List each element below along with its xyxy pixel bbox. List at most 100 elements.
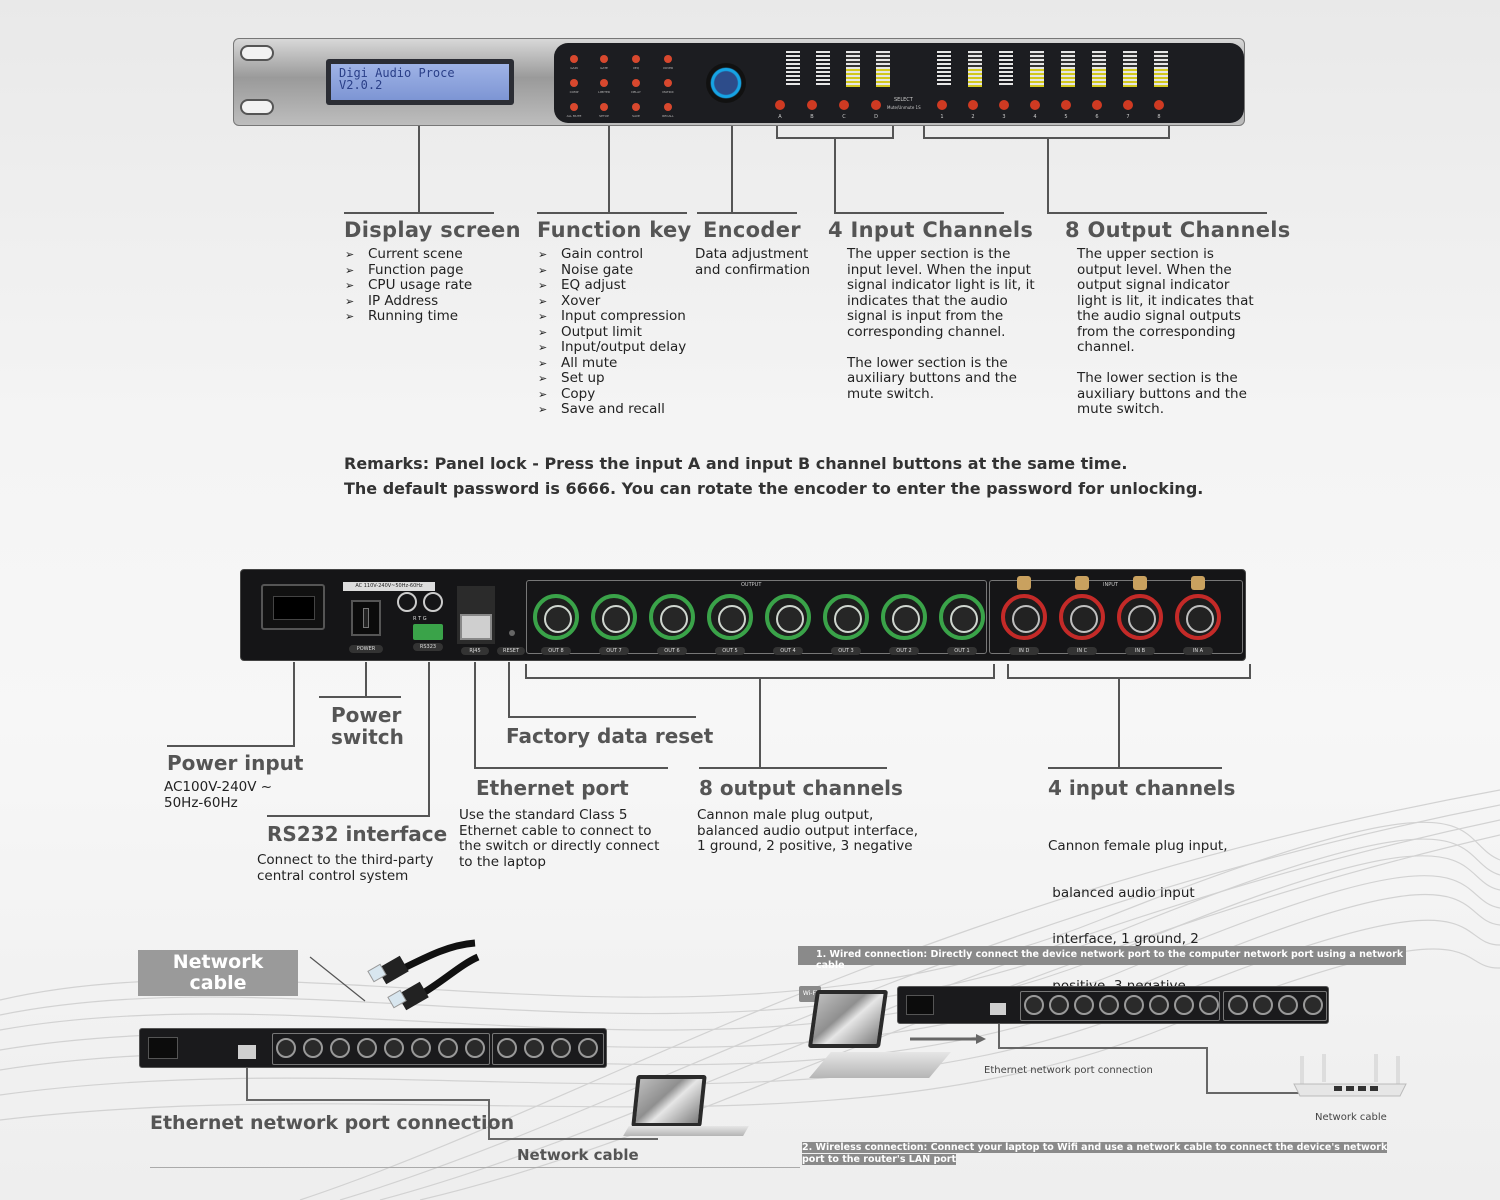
list-item: Set up [538, 370, 686, 387]
xlr-in-a[interactable] [1175, 594, 1221, 640]
fkey-setup[interactable] [600, 103, 608, 111]
xlr-out-4[interactable] [765, 594, 811, 640]
fkey-gain[interactable] [570, 55, 578, 63]
wired-connection-banner: 1. Wired connection: Directly connect th… [798, 946, 1406, 971]
output-button-3[interactable] [999, 100, 1009, 110]
power-switch[interactable] [351, 600, 381, 636]
mini-xlr-out [411, 1038, 431, 1058]
in-label: IN A [1183, 647, 1213, 655]
power-inlet[interactable] [261, 584, 325, 630]
fkey-limiter[interactable] [600, 79, 608, 87]
xlr-out-8[interactable] [533, 594, 579, 640]
input-button-d[interactable] [871, 100, 881, 110]
xlr-out-3[interactable] [823, 594, 869, 640]
divider-line [150, 1167, 800, 1168]
fkey-all-mute[interactable] [570, 103, 578, 111]
fkey-label: LIMITER [598, 90, 610, 94]
list-item: Copy [538, 386, 686, 403]
fkey-delay[interactable] [632, 79, 640, 87]
mini-rj45-port[interactable] [238, 1045, 256, 1059]
output-button-4[interactable] [1030, 100, 1040, 110]
mini-xlr-in [1228, 995, 1248, 1015]
output-group-label: OUTPUT [741, 582, 762, 588]
list-item: Noise gate [538, 262, 686, 279]
text-line: The lower section is the [1077, 370, 1238, 386]
mini-xlr-out [1149, 995, 1169, 1015]
output-meter-6 [1092, 51, 1106, 87]
output-button-6[interactable] [1092, 100, 1102, 110]
input-channels-rear-title: 4 input channels [1048, 776, 1236, 800]
mini-rack-left [139, 1028, 607, 1068]
ethernet-port-title: Ethernet port [476, 776, 629, 800]
reset-label: RESET [497, 647, 525, 655]
fkey-xeq[interactable] [632, 55, 640, 63]
lcd-line-1: Digi Audio Proce [339, 66, 455, 80]
fkey-matrix[interactable] [664, 79, 672, 87]
encoder-knob[interactable] [706, 63, 746, 103]
connection-line [246, 1099, 490, 1101]
ethernet-connection-label-right: Ethernet network port connection [984, 1065, 1153, 1076]
mini-xlr-out [276, 1038, 296, 1058]
xlr-in-c[interactable] [1059, 594, 1105, 640]
spacer [847, 340, 1035, 356]
list-item: EQ adjust [538, 277, 686, 294]
text-line: light is lit, it indicates that [1077, 292, 1254, 309]
output-channels-title: 8 Output Channels [1065, 218, 1291, 242]
output-button-5[interactable] [1061, 100, 1071, 110]
callout-line [167, 745, 295, 747]
fkey-xover[interactable] [664, 55, 672, 63]
select-sub-label: Mute/Unmute 1S [887, 105, 921, 110]
power-label: POWER [349, 645, 383, 653]
input-button-c[interactable] [839, 100, 849, 110]
text-line: to the laptop [459, 853, 547, 870]
callout-line [923, 126, 925, 138]
xlr-out-2[interactable] [881, 594, 927, 640]
list-item: Running time [345, 308, 472, 325]
fkey-recall[interactable] [664, 103, 672, 111]
fkey-gate[interactable] [600, 55, 608, 63]
input-button-a[interactable] [775, 100, 785, 110]
text-line: 50Hz-60Hz [164, 794, 238, 811]
rs232-terminal[interactable] [413, 624, 443, 640]
reset-button[interactable] [509, 630, 515, 636]
callout-line [923, 137, 1170, 139]
output-button-8[interactable] [1154, 100, 1164, 110]
text-line: input level. When the input [847, 261, 1031, 278]
xlr-out-5[interactable] [707, 594, 753, 640]
rj45-port[interactable] [460, 614, 492, 640]
output-label: 6 [1095, 114, 1099, 120]
rs232-label: RS323 [413, 643, 443, 651]
callout-line [428, 662, 430, 816]
xlr-out-1[interactable] [939, 594, 985, 640]
input-meter-d [876, 51, 890, 87]
xlr-out-6[interactable] [649, 594, 695, 640]
connection-line [488, 1138, 658, 1140]
out-label: OUT 8 [541, 647, 571, 655]
fkey-save[interactable] [632, 103, 640, 111]
xlr-latch [1075, 576, 1089, 590]
mini-rack-right [897, 986, 1329, 1024]
output-button-1[interactable] [937, 100, 947, 110]
mini-output-frame [1020, 991, 1220, 1021]
output-meter-8 [1154, 51, 1168, 87]
output-meter-4 [1030, 51, 1044, 87]
connection-line [488, 1099, 490, 1139]
power-switch-title: Power switch [331, 704, 404, 748]
laptop-left-screen [631, 1075, 707, 1127]
output-label: 1 [940, 114, 944, 120]
mini-xlr-out [438, 1038, 458, 1058]
xlr-out-7[interactable] [591, 594, 637, 640]
output-label: 2 [971, 114, 975, 120]
xlr-in-d[interactable] [1001, 594, 1047, 640]
output-button-2[interactable] [968, 100, 978, 110]
output-button-7[interactable] [1123, 100, 1133, 110]
input-button-b[interactable] [807, 100, 817, 110]
mini-power-inlet [906, 995, 934, 1015]
network-cable-label-right: Network cable [1315, 1112, 1387, 1123]
rack-ear-left-top [240, 45, 274, 61]
callout-line [508, 662, 510, 716]
mini-rj45-port[interactable] [990, 1003, 1006, 1015]
xlr-in-b[interactable] [1117, 594, 1163, 640]
callout-line [731, 126, 733, 212]
fkey-comp[interactable] [570, 79, 578, 87]
